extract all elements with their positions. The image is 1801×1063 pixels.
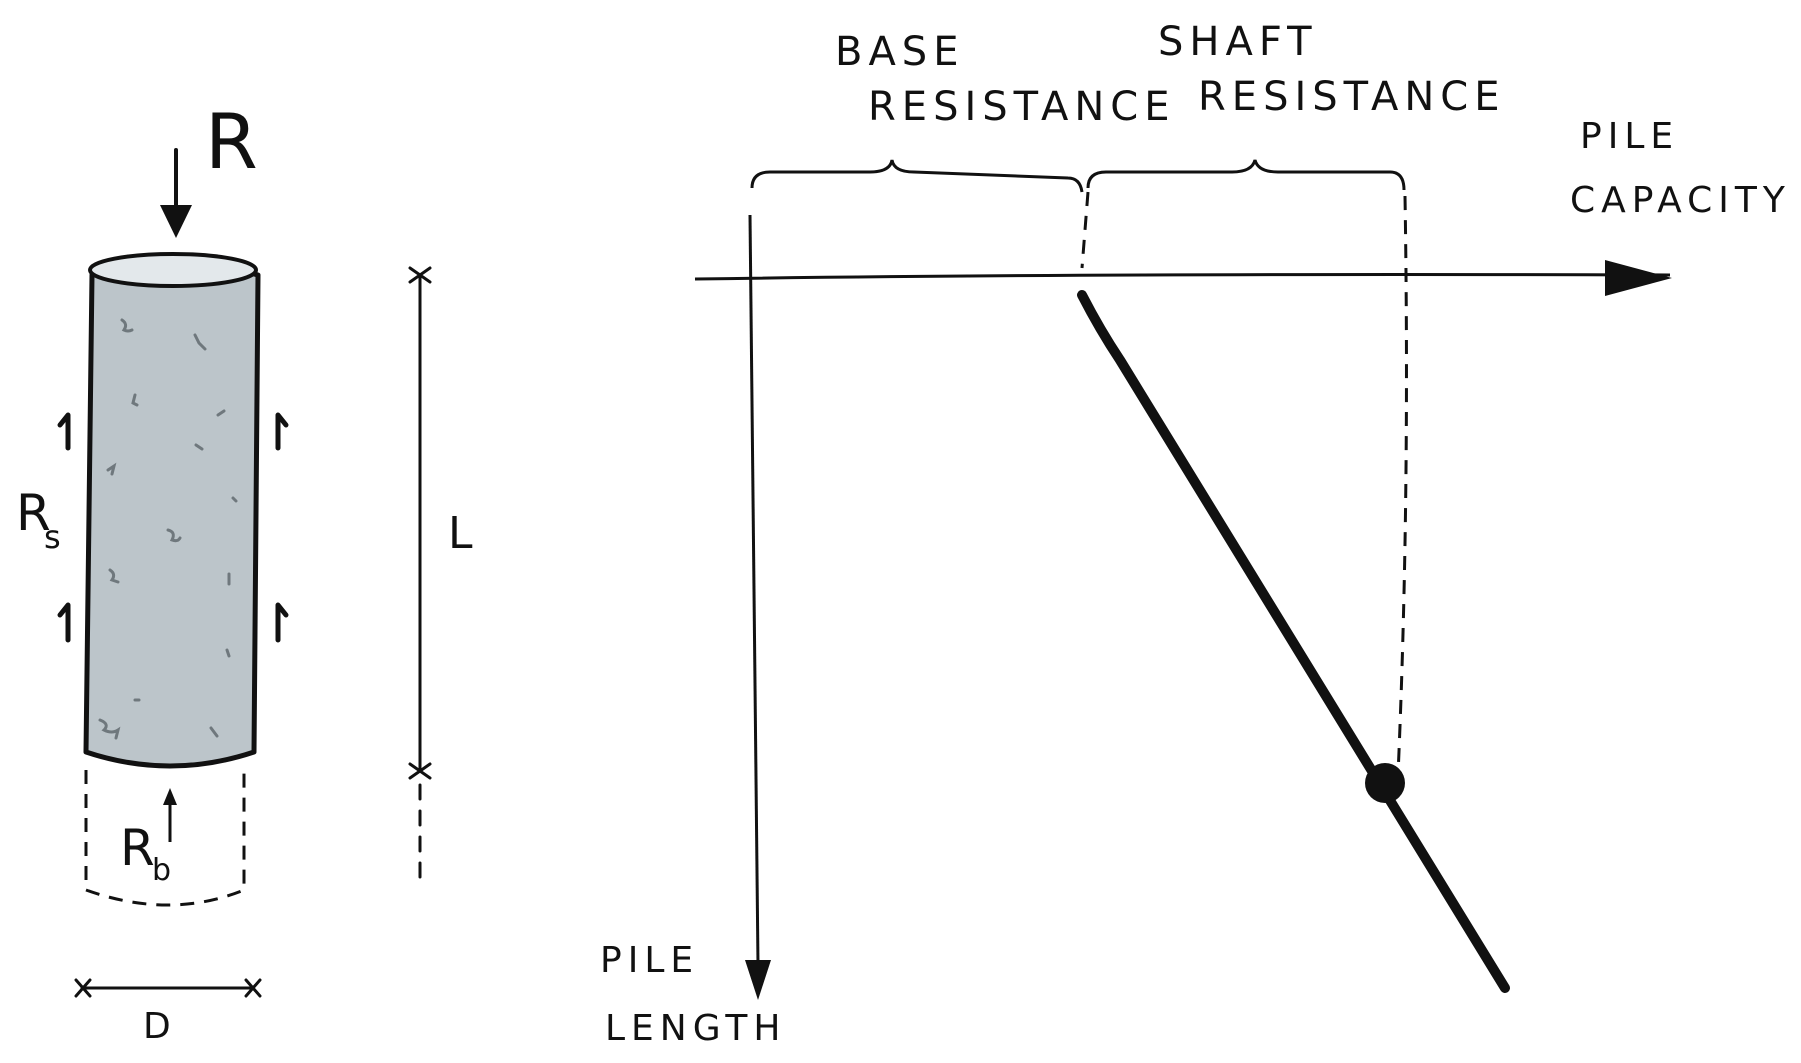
capacity-axis-label-line1: PILE bbox=[1580, 116, 1679, 157]
base-bulb-outline bbox=[84, 770, 246, 907]
length-axis-label-line2: LENGTH bbox=[605, 1008, 786, 1049]
capacity-graph: PILE CAPACITY PILE LENGTH BASE RESISTANC… bbox=[600, 19, 1791, 1049]
length-axis bbox=[745, 214, 771, 1000]
load-label: R bbox=[205, 97, 258, 186]
length-dimension bbox=[408, 266, 432, 887]
capacity-axis-label-line2: CAPACITY bbox=[1570, 180, 1791, 221]
diameter-dimension bbox=[74, 978, 262, 998]
capacity-line bbox=[1077, 290, 1510, 993]
shaft-friction-arrows bbox=[57, 412, 289, 643]
base-resistance-label: R bbox=[120, 819, 155, 877]
shaft-resistance-label: R bbox=[16, 484, 51, 542]
pile-top bbox=[88, 252, 258, 288]
capacity-axis bbox=[694, 260, 1672, 296]
pile-sketch: R R s bbox=[16, 97, 473, 1047]
base-resistance-brace bbox=[750, 159, 1084, 193]
diameter-label: D bbox=[143, 1006, 171, 1047]
base-resistance-guide bbox=[1080, 191, 1090, 269]
shaft-resistance-brace bbox=[1086, 159, 1406, 191]
pile-texture bbox=[98, 318, 238, 740]
load-arrow bbox=[160, 148, 192, 238]
design-point bbox=[1365, 763, 1405, 803]
pile-body bbox=[83, 260, 261, 769]
base-resistance-arrow bbox=[163, 788, 177, 842]
shaft-brace-label-line1: SHAFT bbox=[1158, 19, 1318, 65]
capacity-guide bbox=[1396, 195, 1408, 776]
shaft-brace-label-line2: RESISTANCE bbox=[1198, 74, 1505, 120]
length-label: L bbox=[448, 508, 473, 559]
base-brace-label-line1: BASE bbox=[835, 29, 964, 75]
base-brace-label-line2: RESISTANCE bbox=[868, 84, 1175, 130]
shaft-resistance-subscript: s bbox=[44, 518, 61, 556]
base-resistance-subscript: b bbox=[152, 853, 171, 888]
length-axis-label-line1: PILE bbox=[600, 940, 699, 981]
